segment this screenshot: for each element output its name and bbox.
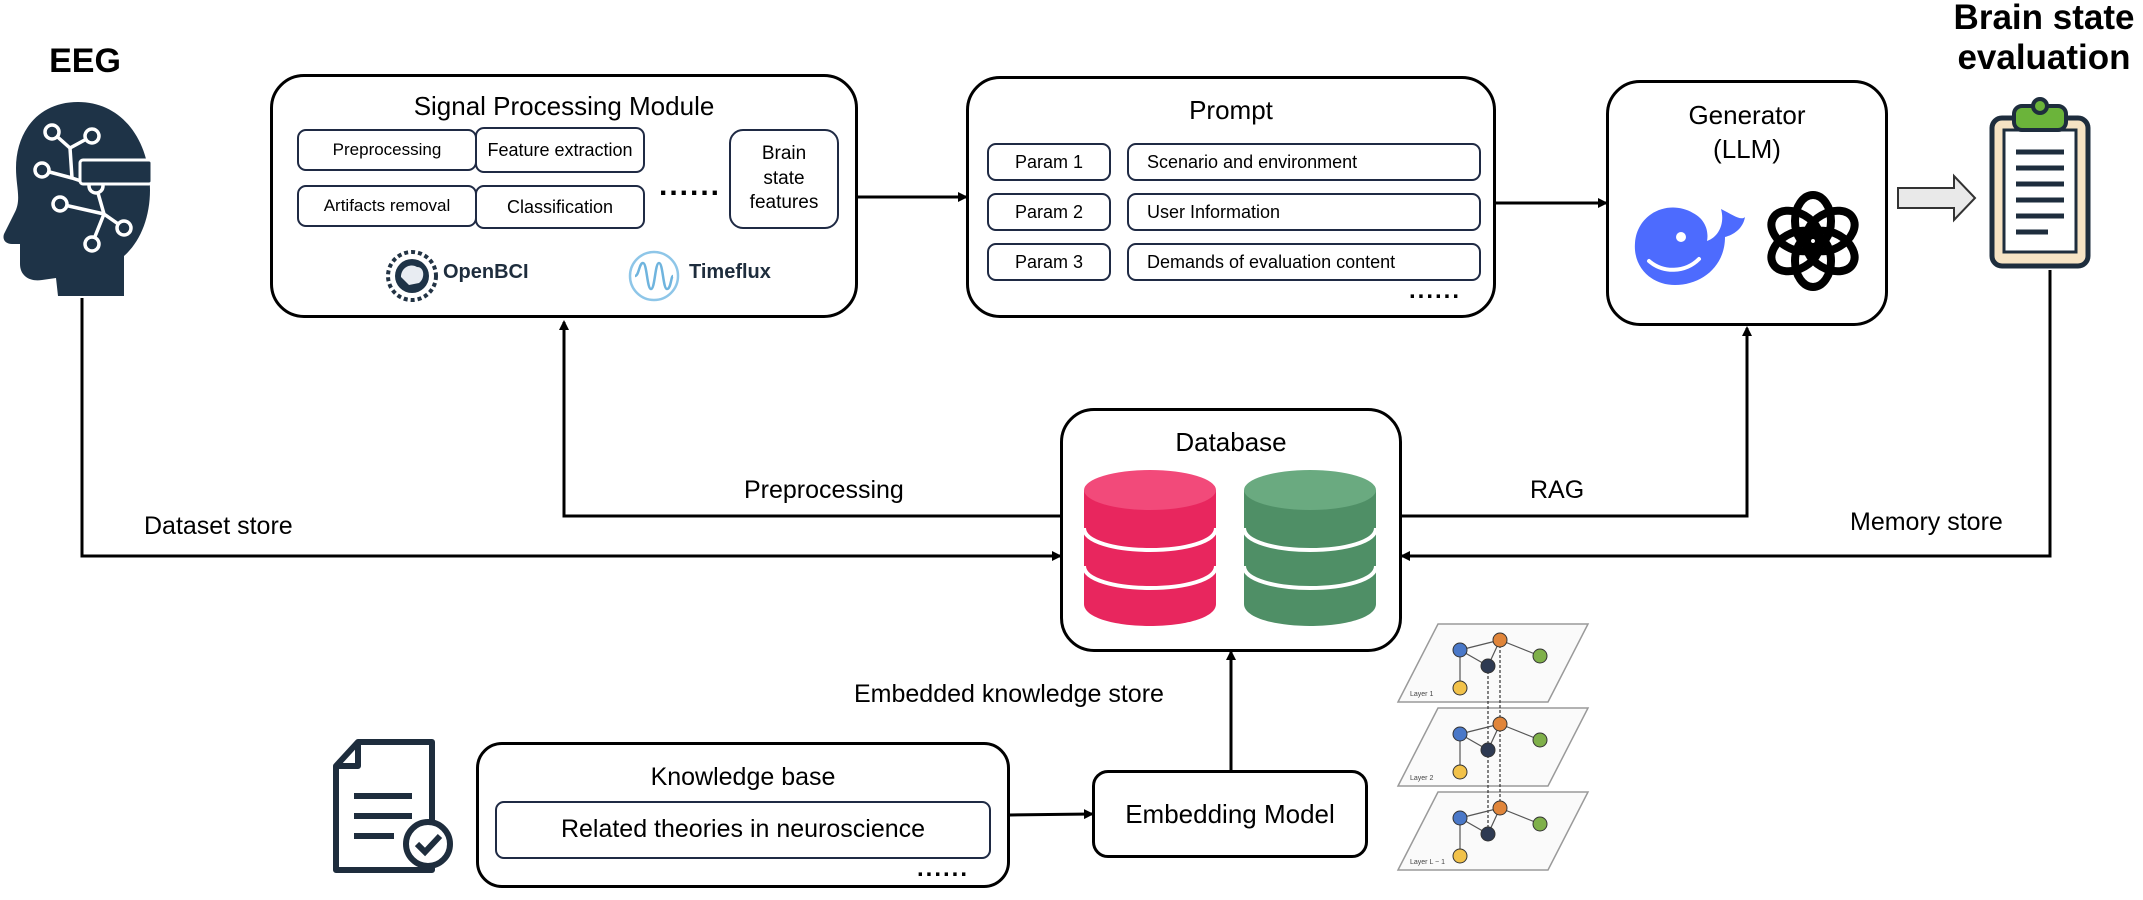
neuroscience-theories-item: Related theories in neuroscience	[495, 801, 991, 859]
preprocessing-edge-label: Preprocessing	[744, 476, 904, 504]
green-database-cylinder-icon	[1242, 470, 1378, 626]
arrow-eeg-to-database	[80, 298, 1062, 561]
arrow-brainstate-to-database	[1400, 270, 2052, 561]
knowledge-base-title: Knowledge base	[650, 763, 836, 791]
openbci-label: OpenBCI	[443, 261, 529, 283]
eeg-title: EEG	[49, 42, 121, 80]
param-3-label: Param 3	[987, 243, 1111, 281]
timeflux-label: Timeflux	[689, 261, 771, 283]
brain-state-features-line1: Brain	[761, 142, 807, 164]
timeflux-logo-icon	[628, 250, 680, 302]
feature-extraction-step: Feature extraction	[475, 127, 645, 173]
prompt-panel: Prompt Param 1 Scenario and environment …	[966, 76, 1496, 318]
rag-edge-label: RAG	[1530, 476, 1585, 504]
brain-head-icon	[3, 102, 154, 296]
dataset-store-label: Dataset store	[144, 512, 293, 540]
red-database-cylinder-icon	[1082, 470, 1218, 626]
generator-title-line1: Generator	[1688, 100, 1806, 130]
embedding-model-panel: Embedding Model	[1092, 770, 1368, 858]
brain-state-features-line3: features	[749, 192, 819, 214]
signal-module-ellipsis: ......	[659, 169, 722, 202]
graph-layers-icon: Layer 1 Layer 2 Layer L − 1	[1396, 623, 1590, 871]
arrow-database-to-generator	[1400, 326, 1752, 518]
artifacts-removal-step: Artifacts removal	[297, 185, 477, 227]
deepseek-whale-icon	[1634, 207, 1745, 285]
brain-state-title-line1: Brain state	[1953, 0, 2135, 37]
generator-panel: Generator (LLM)	[1606, 80, 1888, 326]
brain-state-title-line2: evaluation	[1957, 38, 2131, 78]
knowledge-base-panel: Knowledge base Related theories in neuro…	[476, 742, 1010, 888]
arrow-database-to-signal	[559, 320, 1060, 518]
knowledge-base-ellipsis: ......	[917, 855, 970, 882]
graph-layer-1-label: Layer 1	[1410, 691, 1433, 698]
signal-module-title: Signal Processing Module	[413, 91, 715, 121]
embedding-model-title: Embedding Model	[1125, 798, 1335, 829]
openbci-logo-icon	[386, 250, 438, 302]
preprocessing-step: Preprocessing	[297, 129, 477, 171]
brain-state-title: Brain state evaluation	[1944, 0, 2143, 79]
param-1-label: Param 1	[987, 143, 1111, 181]
arrow-knowledge-to-embedding	[1009, 809, 1094, 820]
graph-layer-last-label: Layer L − 1	[1410, 859, 1445, 866]
graph-layer-2-label: Layer 2	[1410, 775, 1433, 782]
database-title: Database	[1175, 427, 1287, 457]
clipboard-report-icon	[1989, 97, 2091, 269]
classification-step: Classification	[475, 185, 645, 229]
embedded-knowledge-store-label: Embedded knowledge store	[854, 680, 1164, 708]
block-arrow-icon	[1897, 173, 1977, 223]
param-2-value: User Information	[1127, 193, 1481, 231]
openai-knot-icon	[1767, 191, 1859, 291]
brain-state-features-line2: state	[763, 167, 805, 189]
signal-processing-module: Signal Processing Module Preprocessing F…	[270, 74, 858, 318]
generator-title: Generator (LLM)	[1609, 99, 1885, 167]
document-check-icon	[333, 739, 453, 873]
brain-state-features: Brain state features	[729, 129, 839, 229]
generator-title-line2: (LLM)	[1713, 133, 1781, 164]
prompt-title: Prompt	[1189, 95, 1273, 125]
param-2-label: Param 2	[987, 193, 1111, 231]
prompt-ellipsis: ......	[1409, 277, 1462, 304]
memory-store-label: Memory store	[1850, 508, 2003, 536]
param-1-value: Scenario and environment	[1127, 143, 1481, 181]
param-3-value: Demands of evaluation content	[1127, 243, 1481, 281]
